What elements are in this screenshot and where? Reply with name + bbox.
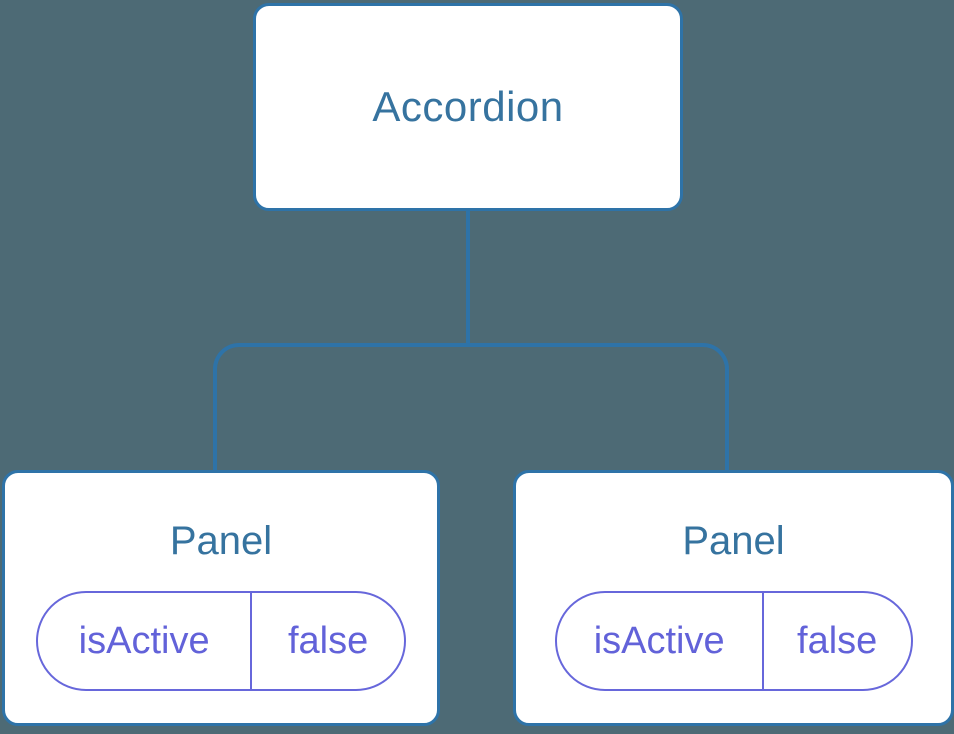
state-pill: isActive false — [36, 591, 406, 691]
connector-bracket — [213, 343, 729, 470]
connector-stem — [466, 209, 470, 347]
panel-node-left: Panel isActive false — [2, 470, 440, 726]
state-value: false — [797, 619, 878, 662]
state-key: isActive — [557, 593, 764, 689]
state-value: false — [287, 619, 369, 662]
state-key: isActive — [38, 593, 253, 689]
accordion-node: Accordion — [253, 3, 683, 211]
panel-node-label: Panel — [682, 519, 785, 563]
panel-node-label: Panel — [169, 519, 273, 563]
state-pill: isActive false — [554, 591, 913, 691]
panel-node-right: Panel isActive false — [513, 470, 954, 726]
accordion-node-label: Accordion — [372, 83, 564, 130]
